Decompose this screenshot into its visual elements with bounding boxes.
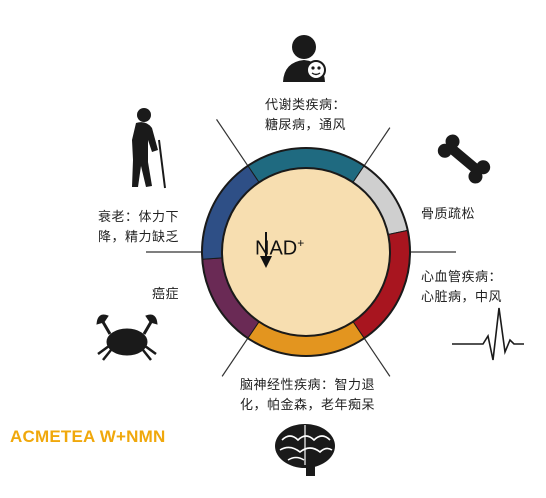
label-metabolic: 代谢类疾病： 糖尿病，通风 — [265, 96, 346, 136]
label-bone: 骨质疏松 — [421, 205, 475, 225]
brain-icon — [275, 424, 335, 476]
elderly-icon — [132, 108, 166, 189]
label-metabolic-line-2: 糖尿病，通风 — [265, 118, 347, 133]
outer-ring-outline — [201, 147, 411, 357]
bone-icon — [437, 134, 491, 184]
down-arrow-icon — [260, 232, 272, 268]
divider-line — [363, 127, 391, 167]
center-label: NAD+ — [255, 236, 304, 261]
label-neuro-line-2: 化，帕金森，老年痴呆 — [240, 398, 376, 413]
label-cardio: 心血管疾病： 心脏病，中风 — [421, 268, 502, 308]
label-neuro-line-1: 脑神经性疾病：智力退 — [240, 378, 376, 393]
brand-watermark: ACMETEA W+NMN — [10, 427, 166, 446]
person-icon — [283, 35, 326, 82]
label-aging-line-2: 降，精力缺乏 — [98, 230, 180, 245]
divider-line — [221, 337, 249, 377]
heartbeat-icon — [452, 307, 524, 361]
label-aging-line-1: 衰老：体力下 — [98, 210, 180, 225]
ring-segments — [201, 147, 411, 357]
label-neuro: 脑神经性疾病：智力退 化，帕金森，老年痴呆 — [240, 376, 375, 416]
label-cardio-line-2: 心脏病，中风 — [421, 290, 503, 305]
center-label-superscript: + — [297, 236, 305, 250]
divider-line — [363, 337, 391, 377]
label-cardio-line-1: 心血管疾病： — [421, 270, 503, 285]
label-cancer-line-1: 癌症 — [152, 287, 180, 302]
label-aging: 衰老：体力下 降，精力缺乏 — [98, 208, 179, 248]
divider-line — [216, 119, 249, 167]
label-bone-line-1: 骨质疏松 — [421, 207, 476, 222]
center-label-text: NAD — [255, 237, 298, 260]
crab-icon — [96, 314, 158, 361]
segment-dividers — [146, 119, 456, 377]
inner-circle — [221, 167, 391, 337]
label-cancer: 癌症 — [152, 285, 179, 305]
label-metabolic-line-1: 代谢类疾病： — [265, 98, 347, 113]
